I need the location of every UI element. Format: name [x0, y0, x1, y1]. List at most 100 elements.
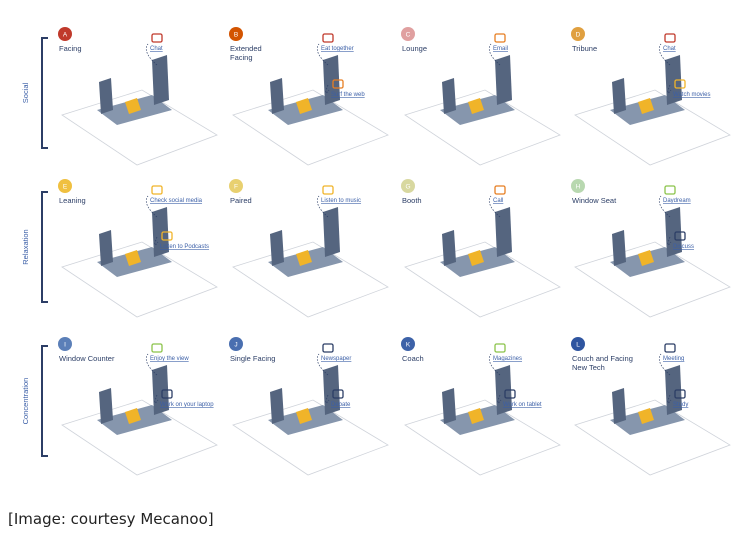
side-panel	[612, 230, 626, 266]
module-title: Leaning	[59, 196, 86, 205]
module-letter: K	[406, 342, 411, 349]
module-badge	[571, 179, 585, 193]
side-panel	[270, 230, 284, 266]
back-panel	[495, 55, 512, 105]
book-icon	[161, 389, 173, 399]
book-icon	[322, 343, 334, 353]
activity-label: Listen to music	[321, 198, 361, 204]
module-title: Facing	[230, 53, 253, 62]
module-title: Couch and Facing	[572, 354, 633, 363]
back-panel	[495, 207, 512, 257]
screen-icon	[322, 185, 334, 195]
side-panel	[99, 388, 113, 424]
module-badge	[229, 337, 243, 351]
activity-connector	[658, 353, 671, 376]
pencil-icon	[674, 231, 686, 241]
module-letter: I	[64, 342, 66, 349]
activity-label: Daydream	[663, 198, 691, 204]
activity-label: Eat together	[321, 46, 354, 52]
module-letter: C	[406, 32, 411, 39]
group-label: Concentration	[21, 378, 30, 425]
side-panel	[270, 78, 284, 114]
cushion	[296, 408, 312, 424]
side-panel	[612, 78, 626, 114]
side-panel	[612, 388, 626, 424]
module-letter: J	[234, 342, 237, 349]
group-bracket	[41, 37, 48, 149]
cushion	[125, 98, 141, 114]
module-badge	[401, 337, 415, 351]
activity-label: Check social media	[150, 198, 203, 204]
module-badge	[401, 27, 415, 41]
activity-connector	[316, 195, 329, 218]
module-letter: H	[576, 184, 581, 191]
cushion	[468, 408, 484, 424]
module-title: Window Counter	[59, 354, 115, 363]
module-badge	[58, 179, 72, 193]
pencil-icon	[332, 389, 344, 399]
cushion	[638, 250, 654, 266]
side-panel	[99, 78, 113, 114]
module-letter: B	[234, 32, 238, 39]
module-letter: A	[63, 32, 68, 39]
module-badge	[229, 179, 243, 193]
activity-label: Magazines	[493, 356, 522, 362]
chat-icon	[151, 33, 163, 43]
module-title: Window Seat	[572, 196, 617, 205]
module-badge	[401, 179, 415, 193]
module-badge	[58, 337, 72, 351]
group-label: Social	[21, 82, 30, 103]
screen-icon	[151, 185, 163, 195]
activity-label: Work on your laptop	[160, 402, 214, 408]
group-relaxation: Relaxation	[21, 191, 48, 303]
activity-connector	[488, 43, 501, 66]
book-icon	[674, 389, 686, 399]
cushion	[125, 250, 141, 266]
activity-label: Listen to Podcasts	[160, 244, 209, 250]
cushion	[125, 408, 141, 424]
group-label: Relaxation	[21, 229, 30, 264]
cushion	[468, 250, 484, 266]
activity-label: Call	[493, 198, 503, 204]
activity-label: Work on tablet	[503, 402, 542, 408]
activity-label: Chat	[663, 46, 676, 52]
module-title: Coach	[402, 354, 424, 363]
module-badge	[58, 27, 72, 41]
module-title: New Tech	[572, 363, 605, 372]
activity-connector	[316, 43, 329, 66]
module-badge	[571, 27, 585, 41]
side-panel	[270, 388, 284, 424]
activity-label: Study	[673, 402, 688, 408]
activity-label: Meeting	[663, 356, 684, 362]
pencil-icon	[664, 343, 676, 353]
activity-connector	[316, 353, 329, 376]
cushion	[468, 98, 484, 114]
activity-label: Surf the web	[331, 92, 365, 98]
module-title: Booth	[402, 196, 422, 205]
activity-connector	[145, 43, 158, 66]
chat-icon	[664, 33, 676, 43]
module-letter: D	[576, 32, 581, 39]
back-panel	[152, 55, 169, 105]
phone-icon	[332, 79, 344, 89]
phone-icon	[494, 33, 506, 43]
module-title: Single Facing	[230, 354, 275, 363]
back-panel	[323, 207, 340, 257]
activity-label: Enjoy the view	[150, 356, 189, 362]
module-letter: L	[576, 342, 580, 349]
cushion	[638, 408, 654, 424]
module-title: Facing	[59, 44, 82, 53]
cushion	[296, 250, 312, 266]
group-concentration: Concentration	[21, 345, 48, 457]
activity-connector	[658, 195, 671, 218]
activity-label: Watch movies	[673, 92, 710, 98]
activity-connector	[145, 353, 158, 376]
cloud-icon	[494, 343, 506, 353]
